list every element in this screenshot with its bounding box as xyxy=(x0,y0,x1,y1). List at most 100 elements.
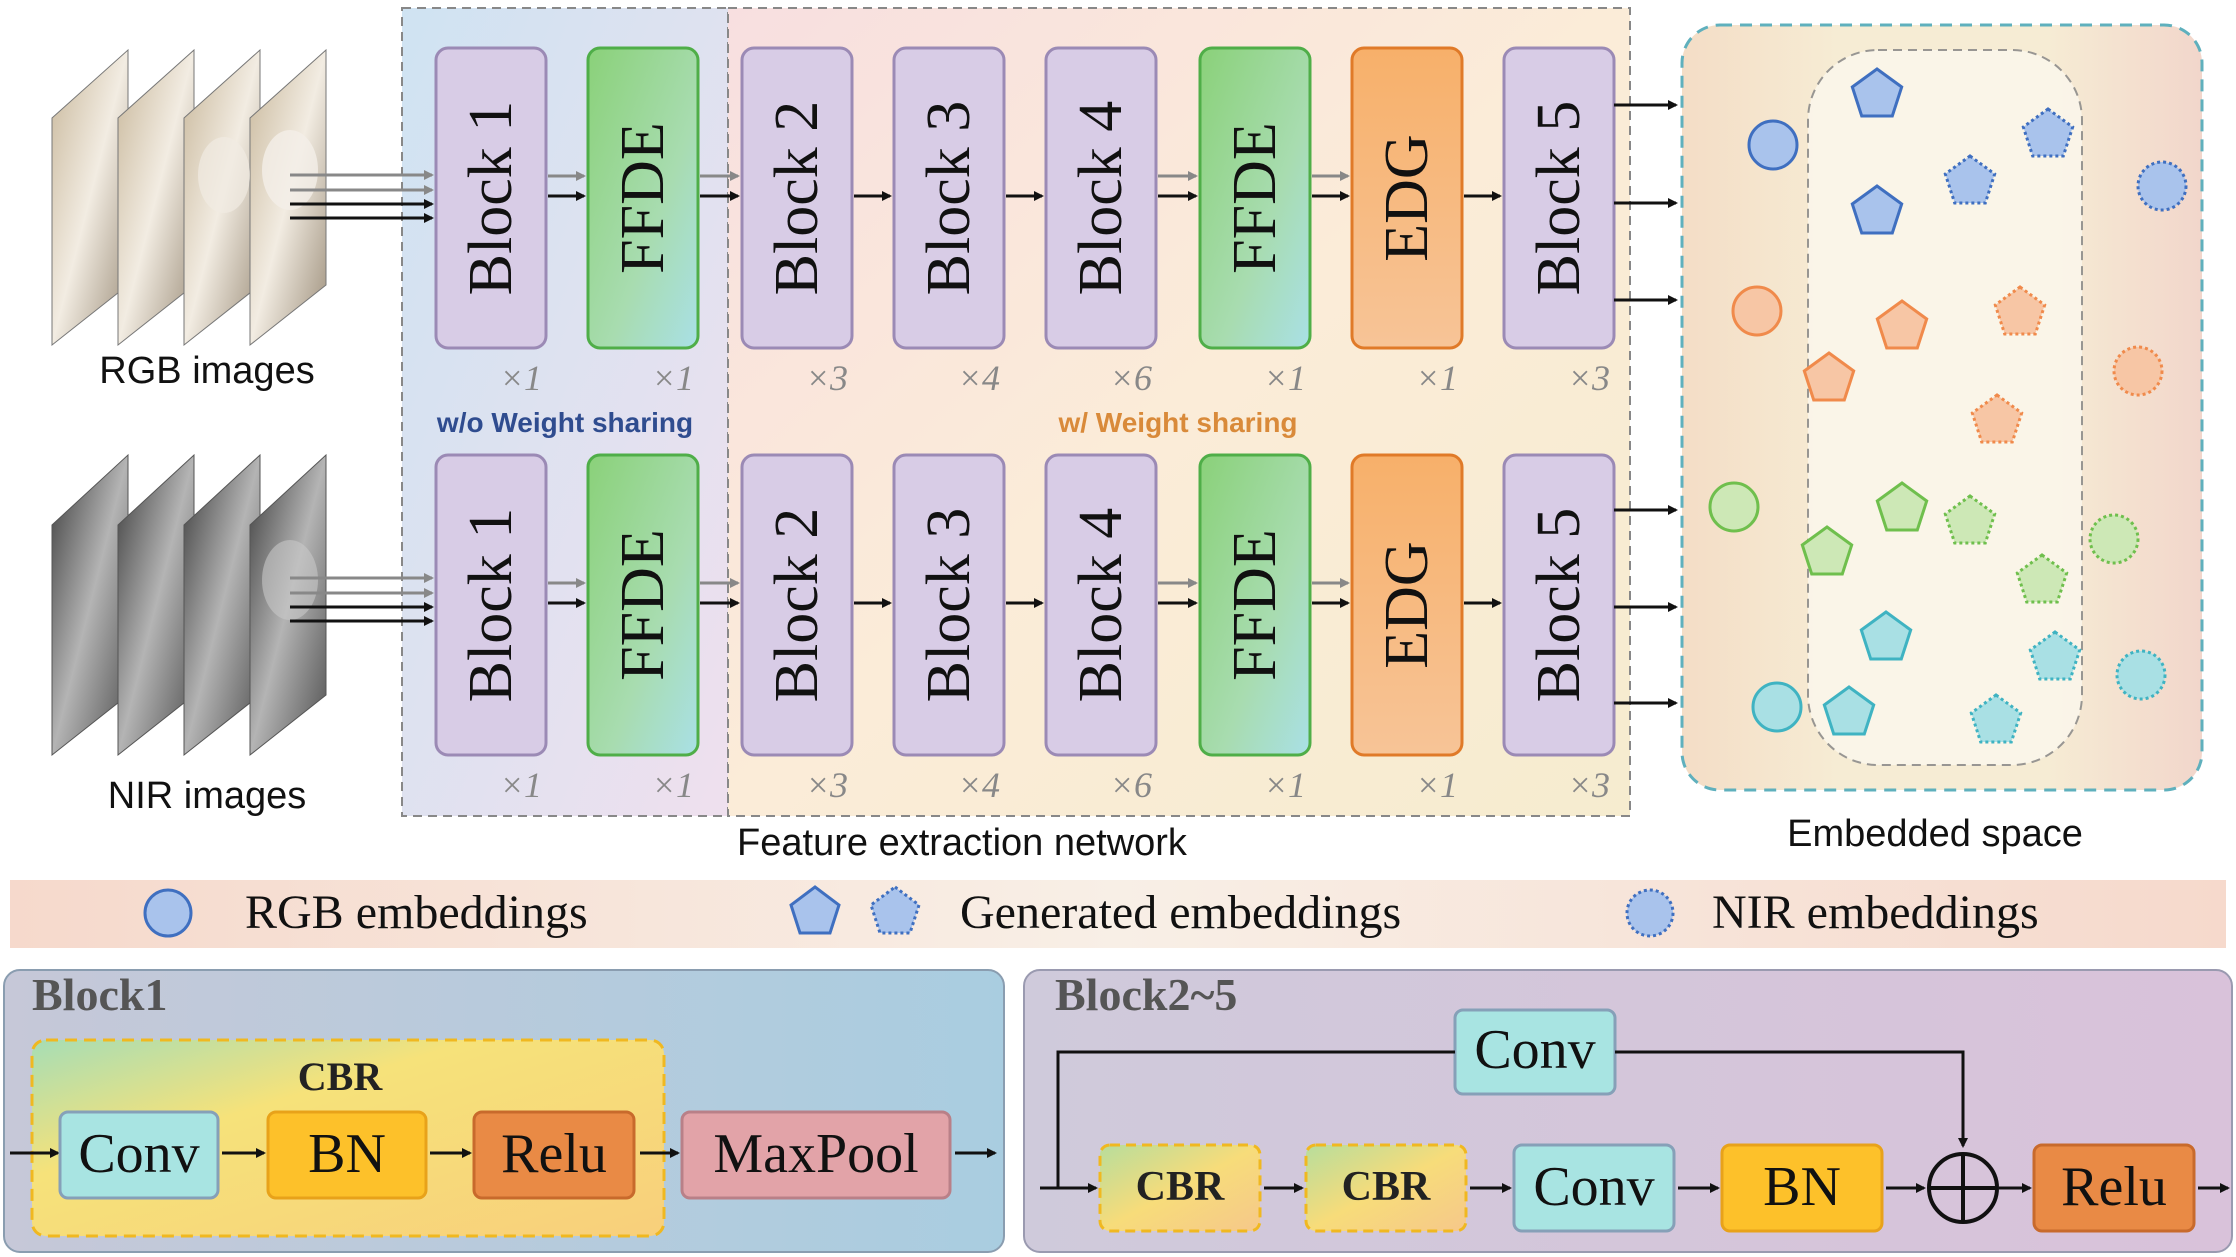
network-caption: Feature extraction network xyxy=(737,822,1188,864)
embedding-pentagon-10 xyxy=(1802,351,1856,402)
nir-edg-box xyxy=(1350,453,1464,757)
nir-stage-1: Block 1 ×1 xyxy=(434,453,548,805)
weight-sharing-label: w/ Weight sharing xyxy=(1057,407,1297,438)
embedding-pentagon-23 xyxy=(1822,685,1876,736)
nir-block-box xyxy=(740,453,854,757)
embedding-circle-16 xyxy=(2088,513,2140,565)
legend-bar xyxy=(10,880,2226,948)
rgb-stage-label: Block 5 xyxy=(1525,101,1593,296)
nir-ffde-box xyxy=(1198,453,1312,757)
rgb-stage-8: Block 5 ×3 xyxy=(1502,46,1616,398)
embedding-pentagon-9 xyxy=(1993,285,2047,336)
nir-input-arrows xyxy=(290,573,434,626)
nir-stage-label: Block 4 xyxy=(1067,508,1135,703)
nir-stage-multiplier: ×3 xyxy=(1568,765,1610,805)
embedding-pentagon-2 xyxy=(1850,67,1904,118)
embedding-circle-7 xyxy=(1731,285,1783,337)
rgb-stage-2: FFDE×1 xyxy=(586,46,700,398)
cbr-group-label: CBR xyxy=(298,1054,384,1099)
no-weight-sharing-label: w/o Weight sharing xyxy=(436,407,693,438)
block1-relu xyxy=(472,1110,636,1200)
embedding-circle-11 xyxy=(2112,345,2164,397)
embedding-circle-5 xyxy=(2136,160,2188,212)
rgb-edg-box xyxy=(1350,46,1464,350)
rgb-image-stack xyxy=(51,48,327,347)
rgb-block-box xyxy=(1044,46,1158,350)
block25-relu-label: Relu xyxy=(2061,1156,2167,1218)
nir-stage-multiplier: ×1 xyxy=(500,765,542,805)
rgb-stage-multiplier: ×4 xyxy=(958,358,1000,398)
rgb-stage-label: EDG xyxy=(1373,134,1441,261)
legend-generated-label: Generated embeddings xyxy=(960,886,1401,939)
nir-stage-4: Block 3 ×4 xyxy=(892,453,1006,805)
rgb-block-box xyxy=(1502,46,1616,350)
embedding-pentagon-17 xyxy=(1800,525,1854,576)
rgb-block-box xyxy=(434,46,548,350)
legend-nir-label: NIR embeddings xyxy=(1712,886,2039,939)
nir-block-box xyxy=(434,453,548,757)
embedding-pentagon-12 xyxy=(1970,393,2024,444)
nir-stage-label: Block 3 xyxy=(915,508,983,703)
rgb-stage-multiplier: ×3 xyxy=(806,358,848,398)
add-operator-icon xyxy=(1927,1152,1999,1224)
block1-conv-label: Conv xyxy=(78,1123,199,1185)
generated-embedding-legend-icon xyxy=(789,885,841,935)
block25-cbr1-label: CBR xyxy=(1136,1164,1225,1210)
rgb-stage-7: EDG ×1 xyxy=(1350,46,1464,398)
output-arrows-nir xyxy=(1614,505,1678,708)
block25-conv-label: Conv xyxy=(1533,1156,1654,1218)
embedding-pentagon-19 xyxy=(1859,610,1913,661)
embedding-circle-1 xyxy=(1747,119,1799,171)
block25-bn-label: BN xyxy=(1763,1156,1841,1218)
rgb-stage-multiplier: ×1 xyxy=(1416,358,1458,398)
embedding-pentagon-14 xyxy=(1875,481,1929,532)
rgb-stage-multiplier: ×3 xyxy=(1568,358,1610,398)
block1-conv xyxy=(58,1110,220,1200)
rgb-stage-label: Block 3 xyxy=(915,101,983,296)
rgb-stage-multiplier: ×1 xyxy=(1264,358,1306,398)
rgb-stage-3: Block 2×3 xyxy=(740,46,854,398)
embedded-space-caption: Embedded space xyxy=(1787,813,2083,855)
block25-cbr2 xyxy=(1304,1143,1468,1233)
block25-relu xyxy=(2032,1143,2196,1233)
embedding-circle-21 xyxy=(2115,649,2167,701)
rgb-stage-multiplier: ×6 xyxy=(1110,358,1152,398)
nir-block-box xyxy=(1502,453,1616,757)
embedding-pentagon-15 xyxy=(1943,494,1997,545)
block1-bn-label: BN xyxy=(308,1123,386,1185)
nir-stage-2: FFDE×1 xyxy=(586,453,700,805)
nir-stage-6: FFDE×1 xyxy=(1198,453,1312,805)
rgb-stage-multiplier: ×1 xyxy=(652,358,694,398)
block1-maxpool xyxy=(680,1110,952,1200)
rgb-stage-label: Block 1 xyxy=(457,101,525,296)
embedding-points xyxy=(1708,67,2188,744)
embedding-circle-13 xyxy=(1708,481,1760,533)
block1-maxpool-label: MaxPool xyxy=(713,1123,918,1185)
nir-stage-label: Block 5 xyxy=(1525,508,1593,703)
block25-conv xyxy=(1512,1143,1676,1233)
rgb-block-box xyxy=(892,46,1006,350)
nir-stage-multiplier: ×4 xyxy=(958,765,1000,805)
nir-stage-5: Block 4×6 xyxy=(1044,453,1158,805)
nir-block-box xyxy=(892,453,1006,757)
rgb-stage-6: FFDE ×1 xyxy=(1198,46,1312,398)
nir-stage-7: EDG×1 xyxy=(1350,453,1464,805)
nir-stage-label: Block 2 xyxy=(763,508,831,703)
generated-nir-embedding-legend-icon xyxy=(869,885,921,935)
block1-title: Block1 xyxy=(32,969,167,1020)
weight-sharing-region xyxy=(727,7,1631,817)
block25-cbr2-label: CBR xyxy=(1342,1164,1431,1210)
embedding-pentagon-24 xyxy=(1969,693,2023,744)
embedding-pentagon-8 xyxy=(1875,299,1929,350)
nir-block-box xyxy=(1044,453,1158,757)
nir-stage-label: Block 1 xyxy=(457,508,525,703)
embedding-pentagon-20 xyxy=(2028,630,2082,681)
nir-stage-multiplier: ×1 xyxy=(1264,765,1306,805)
nir-stage-multiplier: ×1 xyxy=(1416,765,1458,805)
nir-stage-multiplier: ×1 xyxy=(652,765,694,805)
block25-skip-conv-label: Conv xyxy=(1474,1019,1595,1081)
rgb-stage-label: FFDE xyxy=(1221,122,1289,274)
